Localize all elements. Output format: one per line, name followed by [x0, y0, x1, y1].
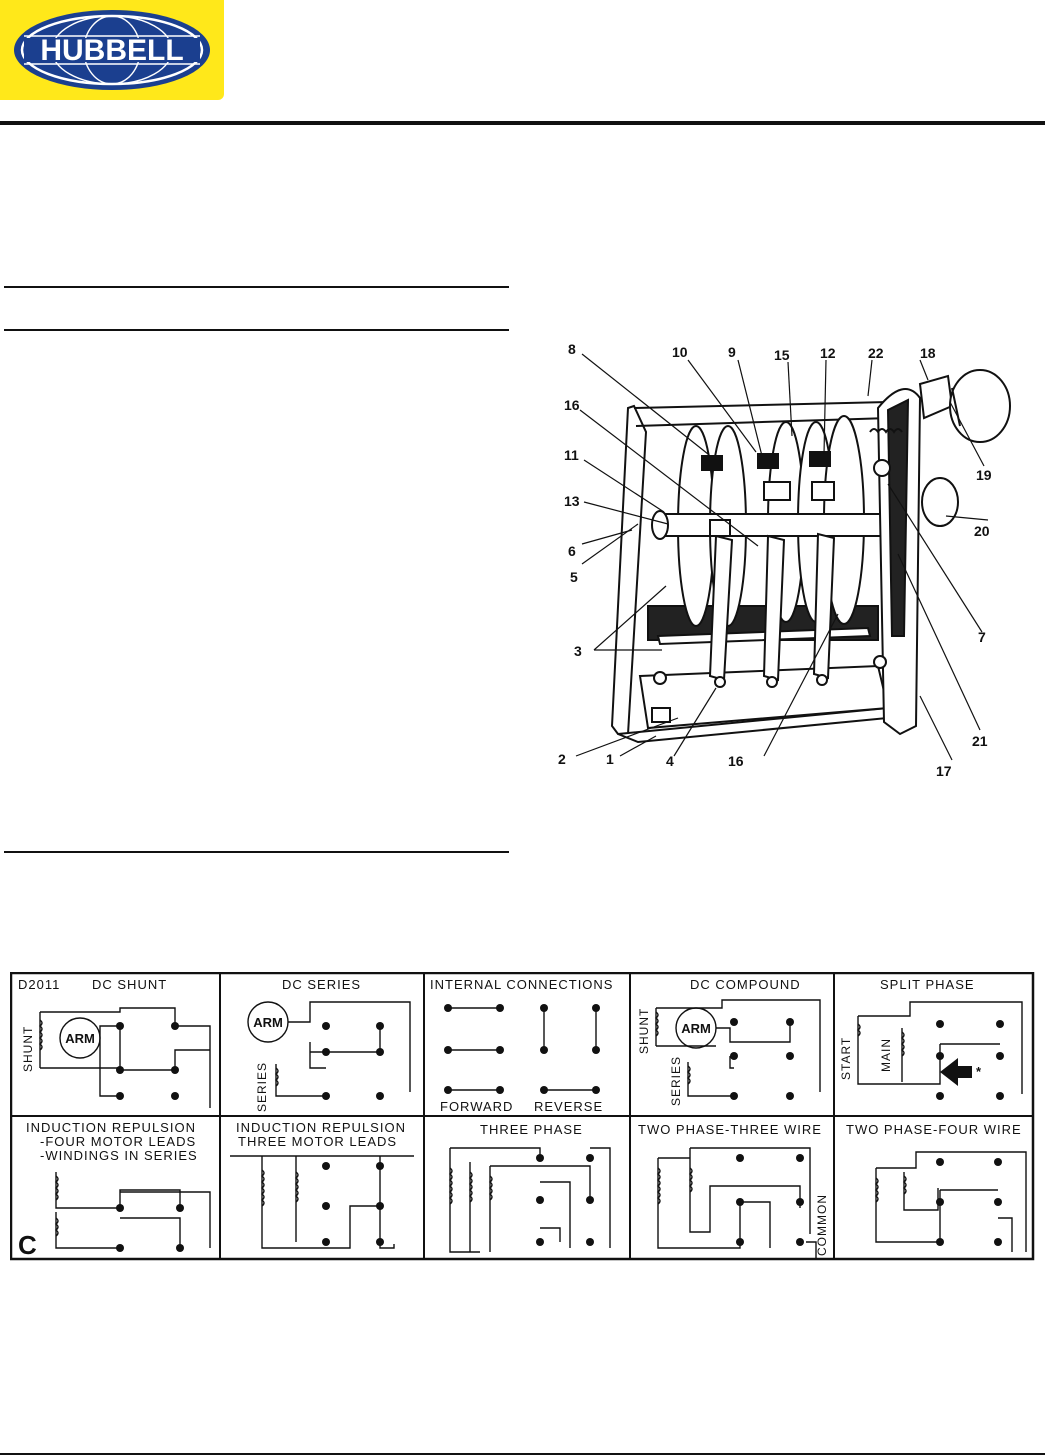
cell-title-dc-series: DC SERIES	[282, 977, 361, 992]
cell-internal-connections: INTERNAL CONNECTIONS FORWARD REVERSE	[430, 977, 613, 1114]
corner-letter: C	[18, 1230, 37, 1260]
callout-2: 2	[558, 751, 566, 767]
cell-title-ir3-line1: INDUCTION REPULSION	[236, 1120, 406, 1135]
cell-three-phase: THREE PHASE	[448, 1122, 611, 1253]
label-asterisk: *	[976, 1064, 982, 1079]
cell-two-phase-three-wire: TWO PHASE-THREE WIRE COMMON	[638, 1122, 829, 1258]
connection-diagrams-table: D2011 DC SHUNT SHUNT ARM DC SERIES ARM S…	[10, 972, 1035, 1261]
callout-9: 9	[728, 344, 736, 360]
cell-title-split-phase: SPLIT PHASE	[880, 977, 975, 992]
cell-title-ir4-line3: -WINDINGS IN SERIES	[40, 1148, 198, 1163]
cell-title-ir4-line2: -FOUR MOTOR LEADS	[40, 1134, 196, 1149]
callout-1: 1	[606, 751, 614, 767]
label-reverse: REVERSE	[534, 1099, 603, 1114]
label-shunt: SHUNT	[21, 1026, 35, 1072]
callout-19: 19	[976, 467, 992, 483]
logo-wordmark: HUBBELL	[40, 34, 183, 67]
callout-6: 6	[568, 543, 576, 559]
label-common: COMMON	[815, 1194, 829, 1256]
callout-21: 21	[972, 733, 988, 749]
callout-numbers: 8 10 9 15 12 22 18 16 11 13 6 5 3 2 1 4 …	[558, 341, 992, 779]
label-series: SERIES	[255, 1062, 269, 1112]
cell-dc-series: DC SERIES ARM SERIES	[247, 977, 411, 1112]
callout-11: 11	[564, 447, 579, 463]
cell-dc-shunt: D2011 DC SHUNT SHUNT ARM	[18, 977, 211, 1108]
label-forward: FORWARD	[440, 1099, 513, 1114]
switch-drawing	[610, 369, 1011, 744]
cell-two-phase-four-wire: TWO PHASE-FOUR WIRE	[846, 1122, 1027, 1252]
section-rule-2	[4, 329, 509, 331]
cell-title-ir4-line1: INDUCTION REPULSION	[26, 1120, 196, 1135]
cell-title-2p3w: TWO PHASE-THREE WIRE	[638, 1122, 822, 1137]
cell-title-ir3-line2: THREE MOTOR LEADS	[238, 1134, 397, 1149]
drum-switch-figure: 8 10 9 15 12 22 18 16 11 13 6 5 3 2 1 4 …	[558, 341, 1011, 779]
section-rule-3	[4, 851, 509, 853]
callout-13: 13	[564, 493, 580, 509]
callout-20: 20	[974, 523, 990, 539]
callout-18: 18	[920, 345, 936, 361]
hubbell-logo: HUBBELL	[14, 10, 210, 90]
cell-title-dc-compound: DC COMPOUND	[690, 977, 801, 992]
leader-lines	[575, 353, 989, 761]
label-arm: ARM	[65, 1031, 95, 1046]
callout-5: 5	[570, 569, 578, 585]
cell-title-internal: INTERNAL CONNECTIONS	[430, 977, 613, 992]
cell-induction-repulsion-three: INDUCTION REPULSION THREE MOTOR LEADS	[230, 1120, 414, 1249]
cell-induction-repulsion-four: INDUCTION REPULSION -FOUR MOTOR LEADS -W…	[18, 1120, 211, 1260]
label-arm-compound: ARM	[681, 1021, 711, 1036]
diagram-code: D2011	[18, 977, 60, 992]
callout-3: 3	[574, 643, 582, 659]
cell-dc-compound: DC COMPOUND SHUNT ARM SERIES	[637, 977, 821, 1106]
section-rule-1	[4, 286, 509, 288]
arrow-icon	[940, 1058, 972, 1086]
label-main: MAIN	[879, 1038, 893, 1072]
cell-title-2p4w: TWO PHASE-FOUR WIRE	[846, 1122, 1022, 1137]
callout-4: 4	[666, 753, 674, 769]
callout-12: 12	[820, 345, 836, 361]
callout-16-top: 16	[564, 397, 580, 413]
callout-15: 15	[774, 347, 790, 363]
callout-22: 22	[868, 345, 884, 361]
cell-split-phase: SPLIT PHASE START MAIN *	[839, 977, 1023, 1100]
cell-title-dc-shunt: DC SHUNT	[92, 977, 167, 992]
footer-rule	[0, 1453, 1045, 1455]
label-series-compound: SERIES	[669, 1056, 683, 1106]
label-arm-series: ARM	[253, 1015, 283, 1030]
table-grid	[10, 972, 1035, 1261]
callout-7: 7	[978, 629, 986, 645]
label-shunt-compound: SHUNT	[637, 1008, 651, 1054]
callout-8: 8	[568, 341, 576, 357]
label-start: START	[839, 1037, 853, 1080]
callout-17: 17	[936, 763, 952, 779]
callout-16-bottom: 16	[728, 753, 744, 769]
cell-title-three-phase: THREE PHASE	[480, 1122, 583, 1137]
header-rule	[0, 121, 1045, 125]
callout-10: 10	[672, 344, 688, 360]
